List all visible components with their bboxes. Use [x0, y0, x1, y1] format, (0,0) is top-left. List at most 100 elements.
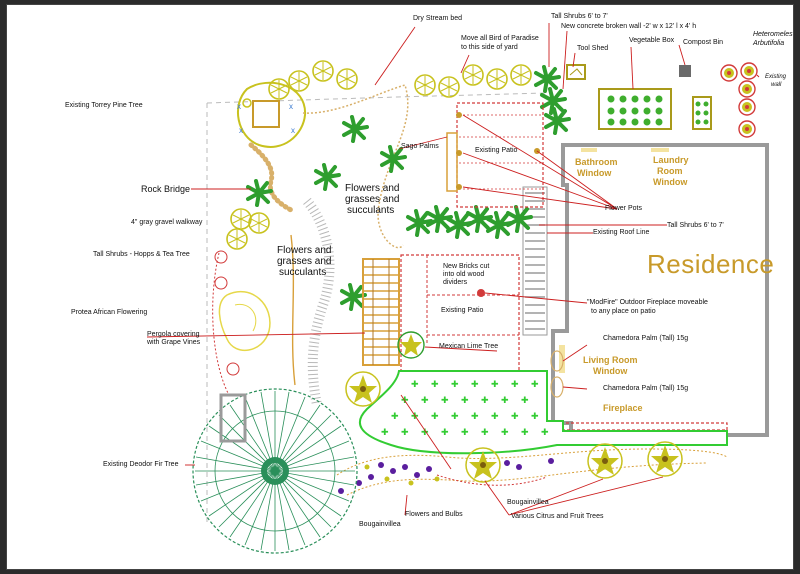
- heteromeles-shrubs: [720, 62, 758, 138]
- svg-text:✚: ✚: [451, 380, 459, 390]
- svg-text:✚: ✚: [441, 428, 449, 438]
- dry-stream-bed: [302, 84, 409, 249]
- living-room-window-2: Window: [593, 366, 628, 376]
- label-new-bricks-3: dividers: [443, 279, 468, 286]
- walkway-edge: [290, 234, 296, 386]
- label-existing-wall-1: Existing: [765, 74, 787, 80]
- svg-text:✚: ✚: [421, 428, 429, 438]
- svg-text:✚: ✚: [541, 428, 549, 438]
- svg-text:x: x: [237, 102, 241, 111]
- label-existing-patio-top: Existing Patio: [475, 147, 518, 154]
- svg-text:✚: ✚: [431, 412, 439, 422]
- label-chamedora-2: Chamedora Palm (Tall) 15g: [603, 385, 689, 392]
- svg-text:✚: ✚: [511, 412, 519, 422]
- label-deodor: Existing Deodor Fir Tree: [103, 461, 179, 468]
- svg-text:✚: ✚: [481, 428, 489, 438]
- zone-flowers-top-2: grasses and: [345, 194, 400, 205]
- svg-text:✚: ✚: [461, 396, 469, 406]
- svg-text:✚: ✚: [381, 428, 389, 438]
- fireplace-label: Fireplace: [603, 403, 643, 413]
- zone-flowers-mid-2: grasses and: [277, 256, 332, 267]
- svg-text:✚: ✚: [491, 412, 499, 422]
- svg-text:✚: ✚: [481, 396, 489, 406]
- svg-text:✚: ✚: [501, 428, 509, 438]
- pergola: [362, 258, 400, 366]
- svg-text:✚: ✚: [401, 428, 409, 438]
- tall-shrubs-row: [406, 205, 533, 239]
- label-gravel: 4" gray gravel walkway: [131, 219, 203, 226]
- svg-text:✚: ✚: [411, 412, 419, 422]
- svg-text:✚: ✚: [511, 380, 519, 390]
- label-bougainvillea-left: Bougainvillea: [359, 521, 401, 528]
- hopps-tea-shrubs: [226, 208, 270, 250]
- zone-flowers-top-1: Flowers and: [345, 183, 400, 194]
- mexican-lime-tree: [397, 331, 425, 359]
- bathroom-window-1: Bathroom: [575, 157, 618, 167]
- tool-shed: [566, 64, 586, 80]
- svg-text:✚: ✚: [461, 428, 469, 438]
- rock-bridge-stones: [248, 142, 296, 214]
- svg-text:✚: ✚: [441, 396, 449, 406]
- label-flowers-bulbs: Flowers and Bulbs: [405, 511, 463, 518]
- vegetable-box: [598, 88, 712, 130]
- label-move-bop-1: Move all Bird of Paradise: [461, 35, 539, 42]
- label-vegetable-box: Vegetable Box: [629, 37, 675, 44]
- svg-text:✚: ✚: [431, 380, 439, 390]
- label-heteromeles-1: Heteromeles: [753, 31, 793, 38]
- label-tool-shed: Tool Shed: [577, 45, 609, 52]
- svg-text:✚: ✚: [421, 396, 429, 406]
- laundry-window-3: Window: [653, 177, 688, 187]
- svg-text:✚: ✚: [451, 412, 459, 422]
- shrub-row-top: [268, 60, 532, 100]
- residence-label: Residence: [647, 249, 775, 279]
- svg-text:x: x: [239, 126, 243, 135]
- roof-line: [522, 186, 548, 336]
- svg-text:✚: ✚: [471, 380, 479, 390]
- label-compost-bin: Compost Bin: [683, 39, 724, 46]
- label-pergola-1: Pergola covering: [147, 331, 200, 338]
- label-bougainvillea-right: Bougainvillea: [507, 499, 549, 506]
- svg-text:✚: ✚: [501, 396, 509, 406]
- compost-bin: [679, 65, 691, 77]
- label-modfire-1: "ModFire" Outdoor Fireplace moveable: [587, 299, 708, 306]
- svg-text:x: x: [289, 102, 293, 111]
- laundry-window-1: Laundry: [653, 155, 689, 165]
- label-flower-pots: Flower Pots: [605, 205, 642, 212]
- label-new-bricks-2: into old wood: [443, 271, 485, 278]
- leader-lines: [146, 23, 760, 516]
- label-tall-shrubs-top: Tall Shrubs 6' to 7': [551, 13, 608, 20]
- label-tall-shrubs-hopps: Tall Shrubs - Hopps & Tea Tree: [93, 251, 190, 258]
- zone-flowers-top-3: succulants: [347, 205, 395, 216]
- label-move-bop-2: to this side of yard: [461, 44, 518, 51]
- lawn-area: ✚✚✚✚✚✚✚ ✚✚✚✚✚✚✚ ✚✚✚✚✚✚✚✚ ✚✚✚✚✚✚✚✚✚: [358, 370, 728, 455]
- label-modfire-2: to any place on patio: [591, 308, 656, 315]
- svg-text:✚: ✚: [391, 412, 399, 422]
- label-sago-palms: Sago Palms: [401, 143, 439, 150]
- svg-text:✚: ✚: [411, 380, 419, 390]
- laundry-window-2: Room: [657, 166, 683, 176]
- living-room-window-1: Living Room: [583, 355, 638, 365]
- label-chamedora-1: Chamedora Palm (Tall) 15g: [603, 335, 689, 342]
- left-small-shrubs: [214, 250, 240, 376]
- label-mexican-lime: Mexican Lime Tree: [439, 343, 499, 350]
- label-existing-wall-2: wall: [771, 82, 782, 88]
- label-pergola-2: with Grape Vines: [147, 339, 201, 346]
- label-roof-line: Existing Roof Line: [593, 229, 650, 236]
- label-heteromeles-2: Arbutifolia: [753, 40, 785, 47]
- svg-text:✚: ✚: [521, 428, 529, 438]
- gravel-walkway: [303, 197, 335, 406]
- label-tall-shrubs-mid: Tall Shrubs 6' to 7': [667, 222, 724, 229]
- svg-text:✚: ✚: [471, 412, 479, 422]
- svg-text:✚: ✚: [521, 396, 529, 406]
- deodor-fir-tree: [192, 388, 358, 554]
- label-torrey-pine: Existing Torrey Pine Tree: [65, 102, 143, 109]
- planter-box: [219, 393, 247, 443]
- bathroom-window-2: Window: [577, 168, 612, 178]
- label-citrus: Various Citrus and Fruit Trees: [511, 513, 604, 520]
- label-existing-patio-mid: Existing Patio: [441, 307, 484, 314]
- svg-text:✚: ✚: [531, 412, 539, 422]
- svg-text:✚: ✚: [531, 380, 539, 390]
